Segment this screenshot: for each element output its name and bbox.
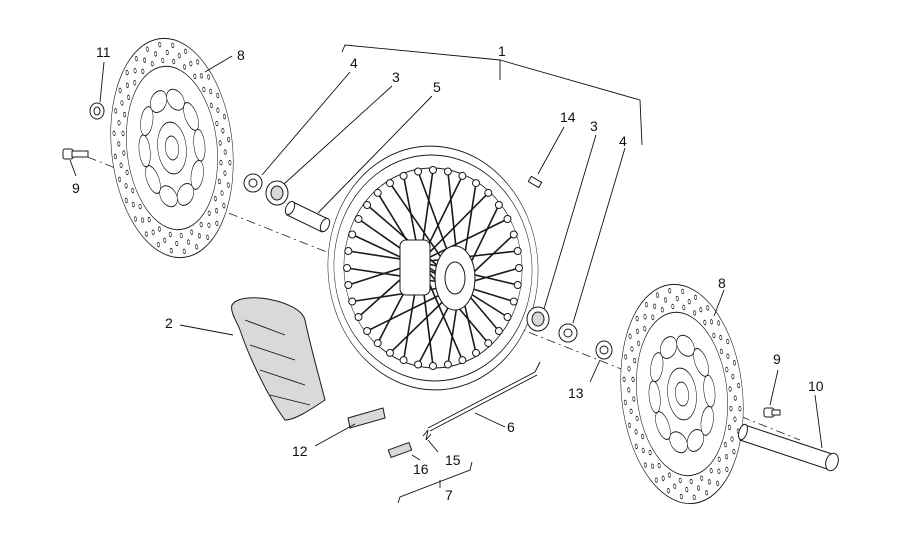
callout-1: 1 bbox=[498, 43, 506, 59]
left-brake-disc bbox=[110, 37, 234, 259]
callout-11: 11 bbox=[96, 44, 111, 60]
screw-part-9-right bbox=[763, 407, 781, 418]
leader-lines bbox=[69, 44, 823, 504]
callout-8-left: 8 bbox=[237, 47, 245, 63]
bearing-part-3-left bbox=[265, 180, 289, 206]
callout-14: 14 bbox=[560, 109, 576, 125]
callout-15: 15 bbox=[445, 452, 461, 468]
callout-12: 12 bbox=[292, 443, 308, 459]
callout-9-right: 9 bbox=[773, 351, 781, 367]
callout-4-right: 4 bbox=[619, 133, 627, 149]
valve-part-16 bbox=[387, 441, 413, 459]
spacer-part-13 bbox=[595, 340, 613, 360]
spring-part-15 bbox=[422, 429, 432, 441]
right-brake-disc bbox=[620, 283, 744, 505]
callout-6: 6 bbox=[507, 419, 515, 435]
wheel-hub bbox=[399, 239, 476, 311]
spacer-part-4-left bbox=[243, 173, 263, 193]
callout-5: 5 bbox=[433, 79, 441, 95]
spacer-part-4-right bbox=[558, 323, 578, 343]
callout-8-right: 8 bbox=[718, 275, 726, 291]
callout-16: 16 bbox=[413, 461, 429, 477]
spoke-part-6 bbox=[427, 361, 541, 432]
tyre-part-2 bbox=[231, 297, 326, 421]
callout-labels: 1 2 3 3 4 4 5 6 7 8 8 9 9 10 11 12 13 14… bbox=[72, 43, 824, 503]
callout-7: 7 bbox=[445, 487, 453, 503]
bearing-part-3-right bbox=[526, 306, 550, 332]
callout-9-left: 9 bbox=[72, 180, 80, 196]
callout-10: 10 bbox=[808, 378, 824, 394]
rim-tape-part-12 bbox=[347, 407, 386, 429]
callout-3-right: 3 bbox=[590, 118, 598, 134]
callout-2: 2 bbox=[165, 315, 173, 331]
callout-13: 13 bbox=[568, 385, 584, 401]
screw-part-9-left bbox=[62, 148, 89, 160]
valve-part-14 bbox=[527, 175, 543, 189]
axle-part-10 bbox=[737, 423, 839, 472]
callout-4-left: 4 bbox=[350, 55, 358, 71]
callout-3-left: 3 bbox=[392, 69, 400, 85]
spoked-wheel-rim bbox=[327, 145, 539, 391]
tube-spacer-part-5 bbox=[284, 200, 331, 233]
